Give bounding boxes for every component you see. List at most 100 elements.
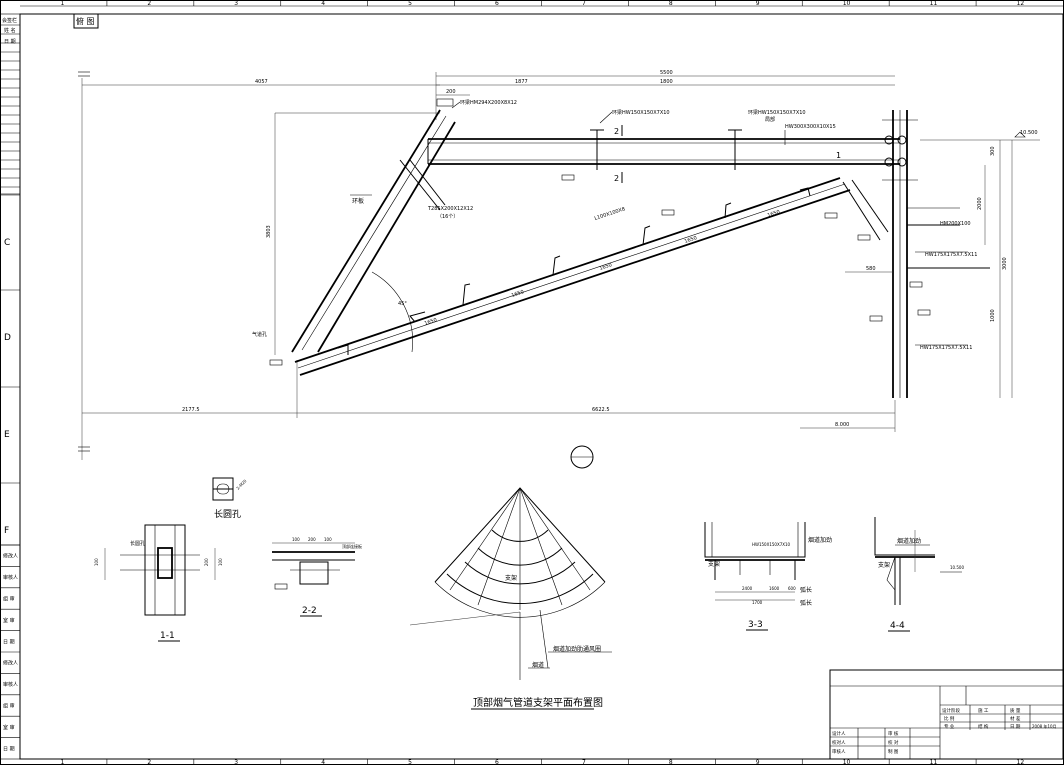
tb-cell: 设计阶段 [942,707,960,714]
column-number: 2 [147,0,151,7]
dim-right-seg: 6622.5 [592,407,610,413]
sec33-label: 烟道加劲 [808,536,832,544]
slot-detail: 2-M20 长圆孔 [212,477,248,520]
column-number: 11 [930,0,938,7]
main-beam-spec: HW300X300X10X15 [785,124,836,130]
strip-label: 日 期 [3,746,15,752]
slot-spec: 2-M20 [235,478,248,491]
diagonal-stiffeners [337,187,811,355]
top-tag: 俯 图 [73,13,99,29]
main-elevation-view: 4057 2177.5 6622.5 8.000 5500 1877 1800 … [78,70,1040,460]
tb-cell: 比 例 [944,715,955,722]
right-note-2: HW175X175X7.5X11 [925,252,977,258]
section-markers [269,174,931,366]
dim-total-width: 4057 [255,79,268,85]
dim-right-v3: 1000 [990,309,996,322]
sec11-dim: 100 [94,558,99,566]
diag-dim: 1650 [599,262,613,272]
sec33-title: 3-3 [748,620,763,630]
dim-small-200: 200 [446,89,456,95]
slot-label: 长圆孔 [214,508,241,520]
column-number: 10 [843,759,851,765]
column-number: 5 [408,759,412,765]
row-letter: E [4,430,10,440]
column-number: 3 [234,0,238,7]
sec22-dim: 100 [324,537,332,542]
tb-cell: 结 构 [978,723,989,730]
ring-beam-label-1: 环梁HM294X200X8X12 [460,99,517,106]
sec33-label: 弧长 [800,599,812,607]
column-number: 4 [321,0,325,7]
plate-count-label: （16个） [437,214,458,220]
sec44-label: 烟道加劲 [897,537,921,545]
tb-sign: 审核人 [832,748,846,755]
strip-label: 审核人 [3,681,18,688]
right-note-3: HW175X175X7.5X11 [920,345,972,351]
plan-view: 支架 烟道加劲肋通风圈 烟道 顶部烟气管道支架平面布置图 [409,487,612,710]
section-1-1: 长圆孔 100 200 100 1-1 [94,524,223,642]
elev-bottom: 8.000 [835,422,849,428]
top-tag-label: 俯 图 [76,16,95,26]
sec11-title: 1-1 [160,631,175,641]
strip-label: 会签栏 [2,17,17,24]
column-number: 5 [408,0,412,7]
sec11-dim: 100 [218,558,223,566]
sec33-dim: 1700 [752,600,763,605]
column-number: 4 [321,759,325,765]
section-4-4: 烟道加劲 支架 10.500 4-4 [874,517,964,632]
strip-label: 姓 名 [4,27,16,34]
dim-left-seg: 2177.5 [182,407,200,413]
ring-plate-label: 环板 [352,197,364,205]
section-2-2: 100 200 100 顶部连接板 2-2 [272,537,362,617]
diag-dim: 1650 [767,209,781,219]
sec33-dim: 2400 [742,586,753,591]
plan-marker [570,445,594,469]
column-number: 7 [582,0,586,7]
column-ticks [106,0,977,765]
column-number: 6 [495,759,499,765]
right-note-1: HM200X100 [940,221,971,227]
sec33-dim: 1600 [769,586,780,591]
elev-right: 10.500 [1020,130,1038,136]
dim-small-300: 300 [990,146,996,156]
tb-cell: 日 期 [1010,724,1021,730]
sec22-dim: 100 [292,537,300,542]
section-mark-1: 1 [836,151,841,160]
tb-cell: 质 量 [1010,707,1021,714]
dim-580: 580 [866,266,876,272]
sec44-elev: 10.500 [950,565,964,570]
dim-top-b: 1800 [660,79,673,85]
ring-beam-label-3: 环梁HW150X150X7X10 [748,109,806,116]
column-number: 2 [147,759,151,765]
column-number: 9 [756,759,760,765]
ring-beam-label-2: 环梁HW150X150X7X10 [612,109,670,116]
dim-right-v1: 3000 [1002,257,1008,270]
diag-dim: 1650 [424,317,438,327]
column-number: 3 [234,759,238,765]
strip-label: 组 审 [3,596,15,603]
column-number: 12 [1017,0,1025,7]
plan-label: 烟道加劲肋通风圈 [553,645,601,653]
sec33-dim: 600 [788,586,796,591]
column-number: 7 [582,759,586,765]
sec11-label: 长圆孔 [130,540,145,547]
column-number: 8 [669,759,673,765]
dim-top-a: 1877 [515,79,528,85]
dim-right-v2: 2000 [977,197,983,210]
column-number: 9 [756,0,760,7]
column-number: 1 [60,0,64,7]
row-letter: F [4,526,9,536]
strip-label: 室 审 [3,724,15,731]
column-number: 1 [60,759,64,765]
tb-sign: 审 核 [888,730,899,737]
tb-sign: 制 图 [888,748,899,755]
column-number: 10 [843,0,851,7]
sec22-dim: 200 [308,537,316,542]
column-number: 11 [930,759,938,765]
diag-dim: 1650 [684,235,698,245]
tb-cell: 专 业 [944,723,955,730]
section-mark-2b: 2 [614,174,619,183]
